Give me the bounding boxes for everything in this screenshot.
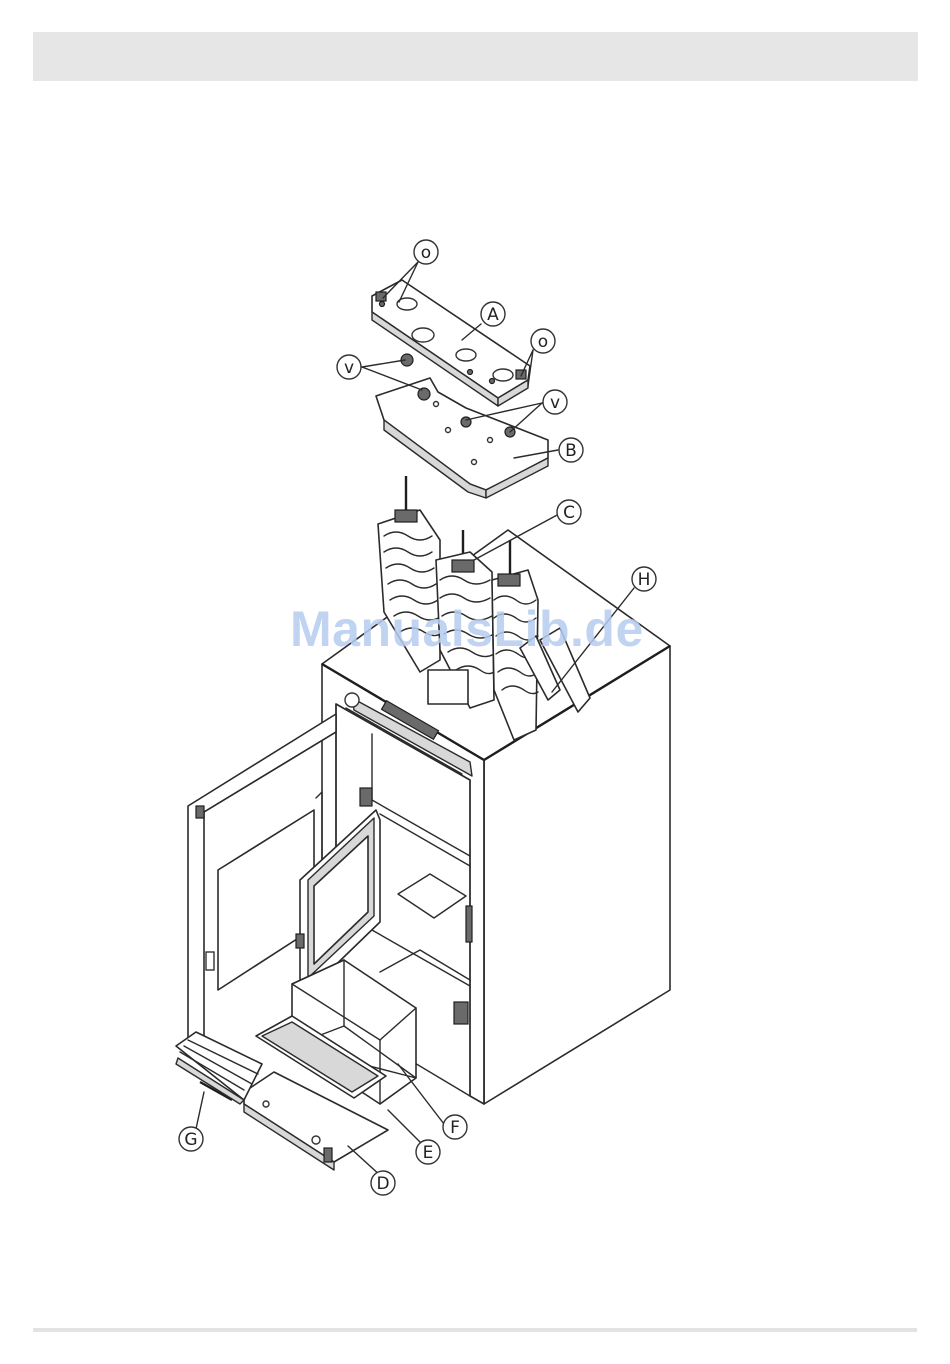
callout-e-label: E (423, 1143, 434, 1163)
callout-a-label: A (487, 305, 499, 325)
callout-b-label: B (565, 441, 577, 461)
callout-a: A (481, 302, 505, 326)
callout-o-top-label: o (421, 243, 431, 263)
callout-e: E (416, 1140, 440, 1164)
callout-h: H (632, 567, 656, 591)
callout-o-top: o (414, 240, 438, 264)
callout-v-right: v (543, 390, 567, 414)
callout-c-label: C (563, 503, 575, 523)
top-cover-plate-a (372, 280, 530, 406)
callout-v-left: v (337, 355, 361, 379)
callout-o-right-label: o (538, 332, 548, 352)
callout-g-label: G (184, 1130, 197, 1150)
callout-o-right: o (531, 329, 555, 353)
callout-c: C (557, 500, 581, 524)
callout-v-left-label: v (344, 358, 354, 378)
callout-g: G (179, 1127, 203, 1151)
callout-d: D (371, 1171, 395, 1195)
callout-h-label: H (638, 570, 651, 590)
footer-divider (33, 1328, 917, 1332)
callout-f-label: F (450, 1118, 460, 1138)
callout-v-right-label: v (550, 393, 560, 413)
callout-d-label: D (376, 1174, 389, 1194)
callout-f: F (443, 1115, 467, 1139)
callout-b: B (559, 438, 583, 462)
